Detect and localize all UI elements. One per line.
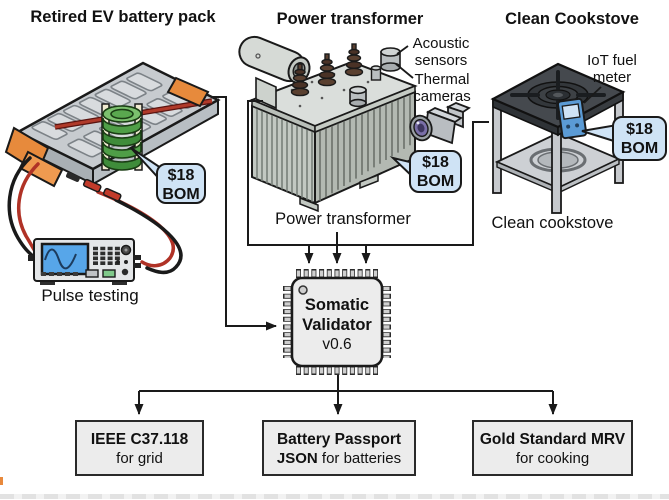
bom-label: BOM bbox=[416, 172, 455, 190]
pulse-testing-caption: Pulse testing bbox=[41, 286, 139, 305]
battery-section-title: Retired EV battery pack bbox=[30, 8, 216, 26]
validator-chip-illustration bbox=[283, 269, 391, 375]
cookstove-illustration bbox=[490, 62, 626, 214]
chip-version: v0.6 bbox=[322, 336, 352, 353]
test-leads bbox=[7, 156, 183, 275]
oscilloscope-illustration bbox=[28, 238, 141, 285]
output-target: for cooking bbox=[515, 450, 590, 467]
bom-label: BOM bbox=[162, 185, 200, 203]
chip-name-line2: Validator bbox=[302, 315, 372, 334]
cooling-fins-right bbox=[319, 94, 411, 201]
scope-screen bbox=[40, 242, 90, 276]
bom-bubble-battery: $18 BOM bbox=[156, 163, 206, 204]
output-standard: IEEE C37.118 bbox=[90, 431, 189, 448]
output-box-batteries: Battery Passport JSON for batteries bbox=[262, 420, 416, 476]
acoustic-sensor bbox=[349, 47, 401, 108]
connector-lines bbox=[134, 96, 558, 415]
cookstove-section-title: Clean Cookstove bbox=[505, 10, 639, 28]
chip-body bbox=[290, 276, 384, 368]
output-standard: Battery Passport bbox=[276, 431, 402, 448]
sine-wave bbox=[44, 248, 77, 270]
output-target: JSON for batteries bbox=[276, 450, 402, 467]
transformer-section-title: Power transformer bbox=[276, 10, 424, 28]
output-standard: Gold Standard MRV bbox=[479, 431, 626, 448]
bom-bubble-cookstove: $18 BOM bbox=[612, 116, 667, 161]
output-target: for grid bbox=[116, 450, 163, 467]
iot-fuel-meter-label: IoT fuel meter bbox=[587, 52, 637, 86]
green-cell-stack bbox=[101, 103, 143, 171]
iot-fuel-meter bbox=[556, 97, 588, 140]
chip-pin1-dot bbox=[298, 285, 308, 295]
battery-pack-illustration bbox=[6, 63, 218, 275]
bottom-edge-artifact bbox=[0, 494, 669, 499]
callout-lines bbox=[395, 45, 602, 104]
battery-handle-right bbox=[166, 76, 210, 108]
thermal-cameras-label: Thermal cameras bbox=[413, 71, 471, 105]
scope-buttons bbox=[93, 246, 120, 265]
transformer-illustration bbox=[238, 35, 418, 213]
bom-bubble-transformer: $18 BOM bbox=[409, 150, 462, 193]
output-box-cooking: Gold Standard MRV for cooking bbox=[472, 420, 633, 476]
output-box-grid: IEEE C37.118 for grid bbox=[75, 420, 204, 476]
bom-label: BOM bbox=[620, 139, 659, 157]
bushings bbox=[290, 43, 382, 97]
bom-amount: $18 bbox=[626, 121, 653, 138]
chip-name-line1: Somatic bbox=[304, 296, 370, 314]
transformer-cookstove-bus bbox=[247, 100, 489, 246]
acoustic-sensors-label: Acoustic sensors bbox=[412, 35, 470, 69]
alligator-clips bbox=[66, 172, 122, 202]
thermal-camera-illustration bbox=[409, 102, 471, 145]
bom-amount: $18 bbox=[167, 167, 195, 184]
chip-pins bbox=[283, 269, 391, 375]
left-edge-artifact bbox=[0, 477, 3, 485]
bom-amount: $18 bbox=[422, 154, 449, 171]
chip-label: Somatic Validator v0.6 bbox=[292, 296, 382, 355]
power-transformer-caption: Power transformer bbox=[275, 210, 411, 228]
cooling-fins-left bbox=[256, 108, 313, 202]
battery-to-chip-line bbox=[211, 96, 277, 331]
clean-cookstove-caption: Clean cookstove bbox=[491, 214, 614, 232]
